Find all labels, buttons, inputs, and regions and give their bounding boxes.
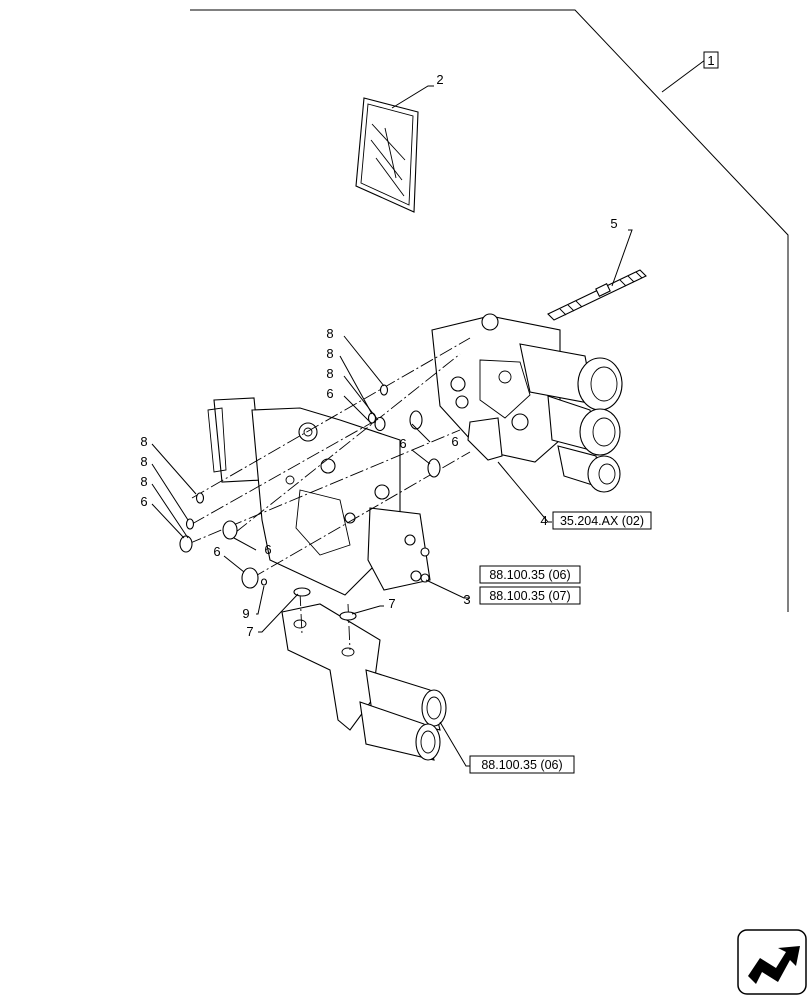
reference-88-100-35-06-a[interactable]: 88.100.35 (06) [489, 568, 570, 582]
threaded-stud [547, 269, 647, 321]
control-valve-section [431, 313, 623, 493]
reference-35-204-ax-02[interactable]: 35.204.AX (02) [560, 514, 644, 528]
reference-88-100-35-07[interactable]: 88.100.35 (07) [489, 589, 570, 603]
callout-4[interactable]: 4 [540, 513, 547, 528]
instruction-booklet [355, 97, 419, 213]
seal-rings [179, 384, 441, 621]
callout-8-e[interactable]: 8 [140, 454, 147, 469]
callout-9[interactable]: 9 [242, 606, 249, 621]
callout-6-c[interactable]: 6 [399, 436, 406, 451]
callout-1[interactable]: 1 [707, 53, 714, 68]
callout-7-b[interactable]: 7 [388, 596, 395, 611]
callout-3[interactable]: 3 [463, 592, 470, 607]
callout-2[interactable]: 2 [436, 72, 443, 87]
callout-8-b[interactable]: 8 [326, 346, 333, 361]
callout-6-b[interactable]: 6 [451, 434, 458, 449]
callout-6-e[interactable]: 6 [264, 542, 271, 557]
callout-6-d[interactable]: 6 [140, 494, 147, 509]
callout-6-f[interactable]: 6 [213, 544, 220, 559]
kit-bracket-line [190, 9, 789, 612]
callout-8-c[interactable]: 8 [326, 366, 333, 381]
callout-7-a[interactable]: 7 [246, 624, 253, 639]
reference-88-100-35-06-b[interactable]: 88.100.35 (06) [481, 758, 562, 772]
callout-8-f[interactable]: 8 [140, 474, 147, 489]
navigation-arrow-icon[interactable] [737, 929, 807, 995]
callout-6-a[interactable]: 6 [326, 386, 333, 401]
valve-block-assembly [207, 397, 431, 596]
callout-8-a[interactable]: 8 [326, 326, 333, 341]
coupler-manifold [281, 603, 447, 761]
callout-8-d[interactable]: 8 [140, 434, 147, 449]
callout-5[interactable]: 5 [610, 216, 617, 231]
